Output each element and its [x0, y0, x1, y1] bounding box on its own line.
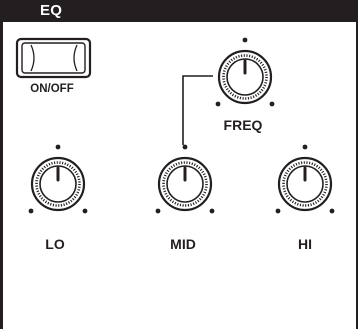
lo-knob-center-dot — [55, 144, 61, 150]
freq-mid-link-line — [182, 75, 213, 145]
lo-knob[interactable] — [28, 144, 88, 214]
switch-left-curve — [30, 44, 35, 72]
eq-title: EQ — [40, 2, 63, 19]
hi-knob-knurl — [282, 161, 328, 207]
freq-label: FREQ — [223, 117, 263, 133]
freq-knob-knurl — [222, 54, 268, 100]
lo-knob-min-dot — [28, 208, 34, 214]
lo-knob-cap — [39, 165, 77, 203]
freq-knob-min-dot — [215, 101, 221, 107]
mid-knob[interactable] — [155, 144, 215, 214]
panel-right-edge — [356, 22, 358, 329]
on-off-switch[interactable] — [15, 37, 92, 79]
freq-knob[interactable] — [215, 37, 275, 107]
on-off-label: ON/OFF — [30, 83, 74, 95]
switch-rocker — [21, 42, 86, 74]
panel-left-edge — [0, 22, 3, 329]
lo-knob-knurl — [35, 161, 81, 207]
mid-knob-knurl — [162, 161, 208, 207]
hi-knob[interactable] — [275, 144, 335, 214]
freq-knob-max-dot — [269, 101, 275, 107]
freq-knob-center-dot — [242, 37, 248, 43]
lo-knob-max-dot — [82, 208, 88, 214]
hi-knob-min-dot — [275, 208, 281, 214]
hi-label: HI — [298, 236, 312, 252]
lo-label: LO — [45, 236, 65, 252]
hi-knob-cap — [286, 165, 324, 203]
mid-knob-cap — [166, 165, 204, 203]
hi-knob-center-dot — [302, 144, 308, 150]
mid-label: MID — [170, 236, 196, 252]
mid-knob-max-dot — [209, 208, 215, 214]
eq-header-bar: EQ — [0, 0, 358, 22]
freq-knob-cap — [226, 58, 264, 96]
switch-right-curve — [73, 44, 78, 72]
mid-knob-min-dot — [155, 208, 161, 214]
hi-knob-max-dot — [329, 208, 335, 214]
mid-knob-center-dot — [182, 144, 188, 150]
